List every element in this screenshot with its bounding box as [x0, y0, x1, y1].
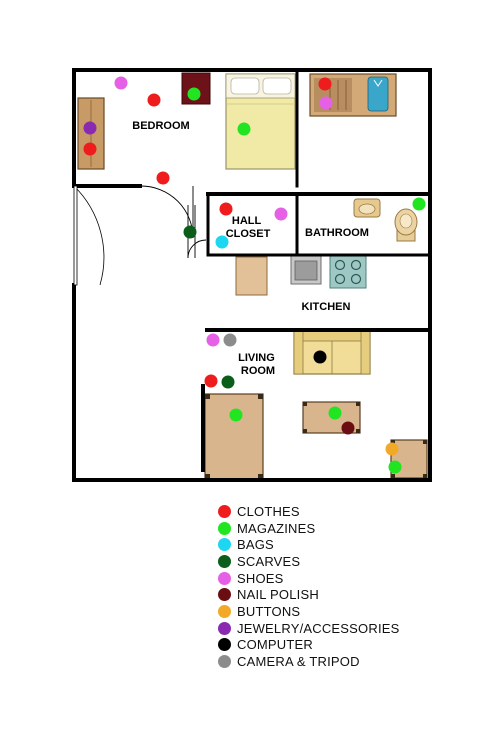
label-living-room-line1: LIVING	[238, 352, 275, 364]
label-hall-closet-line1: HALL	[232, 215, 262, 227]
legend-label: CLOTHES	[237, 503, 300, 519]
legend-item-buttons: BUTTONS	[218, 603, 478, 620]
marker-magazines	[412, 197, 426, 211]
marker-clothes	[147, 93, 161, 107]
legend-label: BUTTONS	[237, 603, 301, 619]
marker-shoes	[319, 96, 333, 110]
marker-magazines	[328, 406, 342, 420]
marker-clothes	[83, 142, 97, 156]
marker-shoes	[114, 76, 128, 90]
marker-magazines	[229, 408, 243, 422]
legend-item-clothes: CLOTHES	[218, 503, 478, 520]
legend-swatch-bags	[218, 538, 231, 552]
marker-clothes	[204, 374, 218, 388]
legend-swatch-magazines	[218, 521, 231, 535]
marker-computer	[313, 350, 327, 364]
legend-swatch-scarves	[218, 554, 231, 568]
marker-camera	[223, 333, 237, 347]
legend-item-nail-polish: NAIL POLISH	[218, 586, 478, 603]
stove	[329, 255, 367, 289]
legend-item-magazines: MAGAZINES	[218, 520, 478, 537]
legend-item-bags: BAGS	[218, 536, 478, 553]
legend-swatch-jewelry	[218, 621, 231, 635]
bed	[225, 73, 296, 170]
marker-bags	[215, 235, 229, 249]
legend-label: BAGS	[237, 537, 274, 553]
label-living-room-line2: ROOM	[241, 365, 275, 377]
label-bedroom: BEDROOM	[132, 120, 189, 132]
label-hall-closet-line2: CLOSET	[226, 228, 271, 240]
front-door	[73, 185, 105, 286]
kitchen-cabinet	[235, 256, 268, 296]
bedroom-dresser	[77, 97, 105, 170]
label-living-room: LIVING ROOM	[238, 352, 278, 377]
legend-swatch-clothes	[218, 504, 231, 518]
legend-item-camera: CAMERA & TRIPOD	[218, 653, 478, 670]
legend-label: NAIL POLISH	[237, 587, 319, 603]
marker-jewelry	[83, 121, 97, 135]
label-kitchen: KITCHEN	[302, 301, 351, 313]
kitchen-sink	[290, 255, 322, 285]
bathroom-sink	[353, 198, 381, 218]
marker-magazines	[187, 87, 201, 101]
legend-label: MAGAZINES	[237, 520, 316, 536]
marker-nail-polish	[341, 421, 355, 435]
legend-label: JEWELRY/ACCESSORIES	[237, 620, 400, 636]
marker-scarves	[183, 225, 197, 239]
legend-swatch-computer	[218, 638, 231, 652]
legend-item-jewelry: JEWELRY/ACCESSORIES	[218, 620, 478, 637]
marker-clothes	[156, 171, 170, 185]
legend-swatch-shoes	[218, 571, 231, 585]
desk	[204, 393, 264, 480]
legend-item-shoes: SHOES	[218, 570, 478, 587]
legend-item-scarves: SCARVES	[218, 553, 478, 570]
legend-label: COMPUTER	[237, 637, 313, 653]
sofa	[293, 330, 371, 375]
legend-swatch-camera	[218, 655, 231, 669]
label-bathroom: BATHROOM	[305, 227, 369, 239]
legend-swatch-buttons	[218, 604, 231, 618]
marker-clothes	[318, 77, 332, 91]
legend-label: SHOES	[237, 570, 284, 586]
marker-buttons	[385, 442, 399, 456]
legend-label: SCARVES	[237, 553, 301, 569]
legend-item-computer: COMPUTER	[218, 637, 478, 654]
marker-magazines	[388, 460, 402, 474]
marker-clothes	[219, 202, 233, 216]
item-markers	[83, 76, 426, 474]
toilet	[394, 208, 418, 242]
marker-shoes	[274, 207, 288, 221]
floor-plan: BEDROOM HALL CLOSET BATHROOM KITCHEN LIV…	[72, 68, 432, 482]
marker-magazines	[237, 122, 251, 136]
marker-shoes	[206, 333, 220, 347]
walls	[72, 68, 432, 482]
legend-label: CAMERA & TRIPOD	[237, 654, 360, 670]
door-swing-bedroom	[140, 185, 207, 259]
label-hall-closet: HALL CLOSET	[226, 215, 271, 240]
marker-scarves	[221, 375, 235, 389]
legend-swatch-nail-polish	[218, 588, 231, 602]
